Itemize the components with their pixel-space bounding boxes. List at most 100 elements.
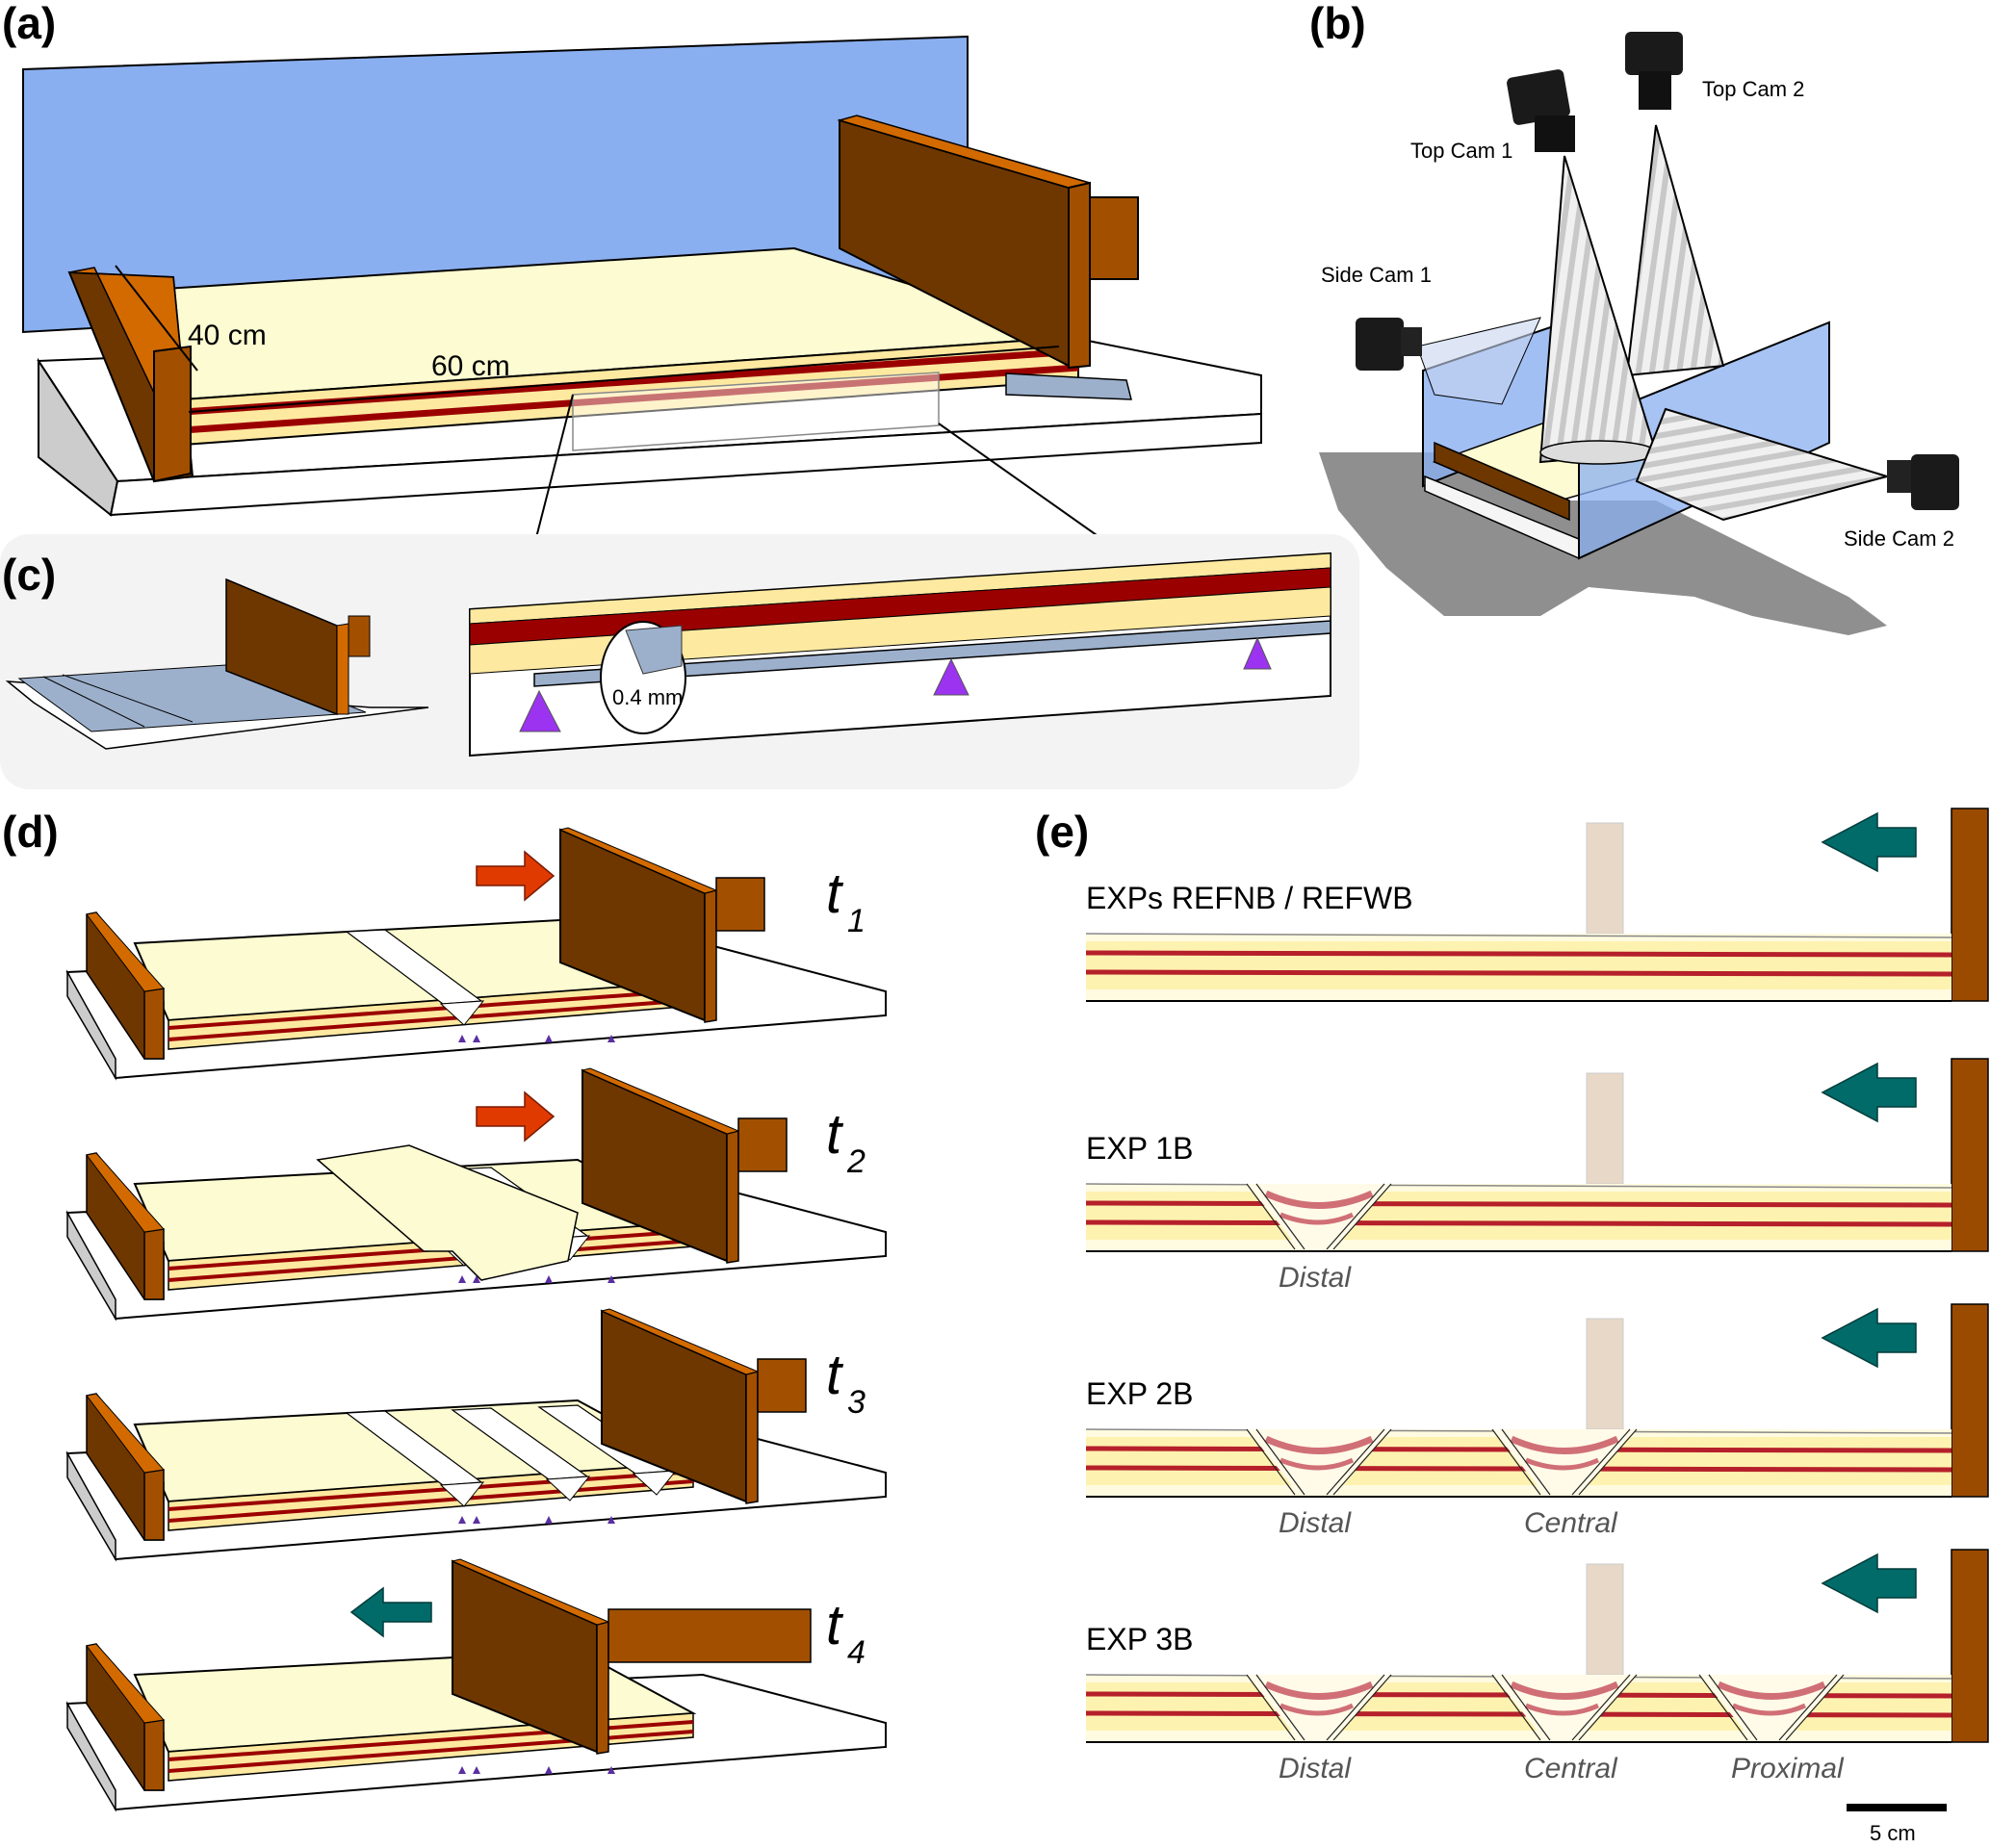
pull-arrow-icon <box>1821 1553 1917 1614</box>
fault-line <box>1698 1674 1748 1741</box>
camera-icon-top-2 <box>1625 32 1683 110</box>
camera-icon-top-1 <box>1507 69 1575 152</box>
section-top-line <box>1085 933 1952 938</box>
support-marker <box>473 1766 480 1774</box>
fault-line <box>1255 1674 1305 1741</box>
panel-d-label: (d) <box>2 807 59 857</box>
fault-line <box>1326 1674 1385 1741</box>
stage-base-side <box>66 969 116 1081</box>
piston <box>1089 196 1139 280</box>
dim-width-label: 40 cm <box>188 320 267 351</box>
graben-layer <box>1264 1681 1374 1700</box>
mini-plate-seam-1 <box>42 676 145 728</box>
panel-e-label: (e) <box>1035 807 1089 857</box>
red-marker-lower <box>1085 1219 1952 1227</box>
basal-plate <box>1005 372 1132 400</box>
graben-distal: Distal <box>1246 1428 1392 1539</box>
panel-c: (c) 0.4 mm <box>0 534 1359 789</box>
zoom-window <box>572 372 940 451</box>
experiment-label: EXP 3B <box>1086 1622 1193 1656</box>
fault-line <box>1332 1183 1392 1250</box>
xsec-plate <box>533 620 1331 687</box>
fault-line <box>1326 1183 1385 1250</box>
red-marker-upper <box>1085 950 1952 958</box>
fault-line <box>1501 1674 1551 1741</box>
stage-time-label: t <box>826 1344 844 1406</box>
graben-notch <box>439 1000 485 1026</box>
support-marker <box>545 1516 553 1524</box>
graben-distal: Distal <box>1246 1183 1392 1294</box>
fault-line <box>1708 1674 1758 1741</box>
pull-arrow-icon <box>349 1586 432 1638</box>
mini-piston <box>348 615 371 657</box>
basin-location-label: Central <box>1524 1507 1618 1539</box>
reference-bar <box>1586 1318 1624 1430</box>
dim-length-arrow <box>188 346 1060 413</box>
graben-proximal: Proximal <box>1698 1674 1845 1784</box>
fault-line <box>1332 1428 1392 1496</box>
stage-base-side <box>66 1701 116 1812</box>
stage-left-wall-edge <box>143 988 165 1060</box>
basin-location-label: Distal <box>1279 1262 1352 1294</box>
pull-arrow-icon <box>1821 811 1917 873</box>
reference-bar <box>1586 1563 1624 1676</box>
moving-wall-edge <box>1068 181 1091 370</box>
panel-b-label: (b) <box>1309 0 1366 48</box>
cross-section-top <box>1086 1184 1951 1192</box>
stage-left-wall-top <box>86 911 165 992</box>
graben-notch <box>439 1481 485 1507</box>
graben-layer <box>1525 1703 1600 1716</box>
stage-moving-wall-edge <box>596 1621 609 1755</box>
fault-line <box>1326 1428 1385 1496</box>
basin-location-label: Distal <box>1279 1507 1352 1539</box>
fault-line <box>1578 1428 1638 1496</box>
stage-time-subscript: 2 <box>846 1143 866 1180</box>
support-marker <box>458 1275 466 1283</box>
scale-bar-label: 5 cm <box>1870 1821 1916 1845</box>
stage-left-wall-top <box>86 1152 165 1233</box>
stage-piston <box>737 1117 788 1172</box>
fault-line <box>1246 1674 1296 1741</box>
support-marker <box>473 1275 480 1283</box>
graben-layer <box>1525 1457 1600 1471</box>
fault-line <box>1578 1674 1638 1741</box>
support-marker <box>607 1516 615 1524</box>
fault-line <box>1246 1428 1296 1496</box>
cross-section-bottom <box>1086 1485 1951 1497</box>
support-marker <box>607 1035 615 1042</box>
stage-base-side <box>66 1450 116 1562</box>
experiment-label: EXP 2B <box>1086 1376 1193 1411</box>
basin-location-label: Proximal <box>1731 1753 1845 1784</box>
support-marker <box>607 1275 615 1283</box>
base-plate-front <box>109 412 1262 517</box>
stage-time-subscript: 3 <box>847 1384 866 1421</box>
graben-layer <box>1732 1703 1807 1716</box>
xsec-sand-bottom <box>469 586 1331 675</box>
dim-length-label: 60 cm <box>431 350 510 382</box>
graben-notch <box>632 1470 678 1496</box>
support-marker <box>473 1516 480 1524</box>
stage-time-label: t <box>826 862 844 925</box>
stage-moving-wall-edge <box>726 1130 739 1264</box>
support-marker <box>458 1516 466 1524</box>
fault-line <box>1785 1674 1845 1741</box>
stage-moving-wall-edge <box>704 889 717 1023</box>
stage-left-wall-edge <box>143 1469 165 1541</box>
support-triangle-2 <box>933 657 969 696</box>
red-marker-lower <box>1085 1710 1952 1718</box>
plate-thickness-label: 0.4 mm <box>612 685 683 709</box>
camera-icon-side-2 <box>1887 454 1959 510</box>
section-top-line <box>1085 1183 1952 1189</box>
support-triangle-3 <box>1243 636 1272 670</box>
side-cam-2-cone <box>1635 407 1891 522</box>
graben-notch <box>545 1476 591 1502</box>
graben-layer <box>1717 1681 1826 1700</box>
side-cam-1-cone <box>1416 317 1541 405</box>
